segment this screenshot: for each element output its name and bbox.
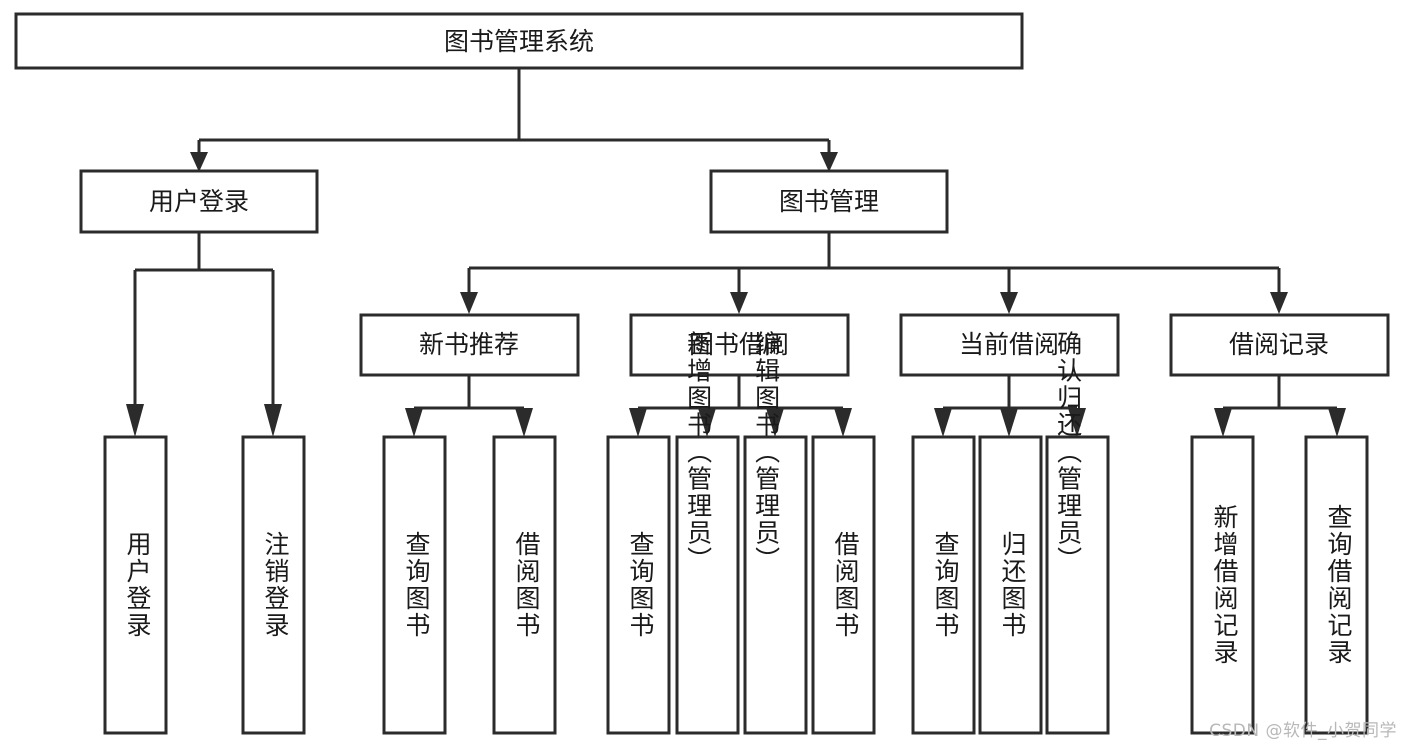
leaf-user-login-1-box[interactable] bbox=[241, 435, 306, 735]
node-new-book-recommend[interactable]: 新书推荐 bbox=[359, 313, 580, 377]
arrowhead-leaf-br-1 bbox=[1328, 408, 1346, 437]
connector-group-current-borrow bbox=[934, 375, 1086, 437]
leaf-book-borrow-2-box[interactable] bbox=[743, 435, 808, 735]
node-borrow-record-box[interactable] bbox=[1169, 313, 1390, 377]
leaf-book-borrow-0[interactable]: 查询图书 bbox=[606, 435, 671, 735]
node-current-borrow-label: 当前借阅 bbox=[959, 330, 1059, 359]
leaf-borrow-record-0[interactable]: 新增借阅记录 bbox=[1190, 435, 1255, 735]
leaf-book-borrow-1[interactable]: 新增图书（管理员） bbox=[675, 331, 740, 735]
leaf-current-borrow-1-label: 归还图书 bbox=[998, 531, 1027, 639]
arrowhead-leaf-bb-2 bbox=[766, 408, 784, 437]
arrowhead-leaf-cb-2 bbox=[1068, 408, 1086, 437]
node-root-label: 图书管理系统 bbox=[444, 27, 594, 56]
node-root[interactable]: 图书管理系统 bbox=[14, 12, 1024, 70]
leaf-current-borrow-1-box[interactable] bbox=[978, 435, 1043, 735]
leaf-book-borrow-1-label: 新增图书（管理员） bbox=[684, 331, 713, 574]
node-book-borrow-box[interactable] bbox=[629, 313, 850, 377]
arrowhead-leaf-bb-1 bbox=[698, 408, 716, 437]
leaf-current-borrow-1[interactable]: 归还图书 bbox=[978, 435, 1043, 735]
leaf-current-borrow-2-box[interactable] bbox=[1045, 435, 1110, 735]
leaf-current-borrow-0-box[interactable] bbox=[911, 435, 976, 735]
node-root-box[interactable] bbox=[14, 12, 1024, 70]
arrowhead-current-borrow bbox=[1000, 292, 1018, 314]
connector-group-book-manage bbox=[460, 232, 1288, 314]
connector-group-root bbox=[190, 68, 838, 172]
arrowhead-book-manage bbox=[820, 152, 838, 172]
leaf-new-book-0-label: 查询图书 bbox=[402, 531, 431, 639]
arrowhead-user-login bbox=[190, 152, 208, 172]
leaf-current-borrow-2-label: 确认归还（管理员） bbox=[1054, 331, 1083, 574]
leaf-user-login-0[interactable]: 用户登录 bbox=[103, 435, 168, 735]
node-user-login-box[interactable] bbox=[79, 169, 319, 234]
arrowhead-leaf-nb-1 bbox=[515, 408, 533, 437]
arrowhead-borrow-record bbox=[1270, 292, 1288, 314]
arrowhead-leaf-nb-0 bbox=[405, 408, 423, 437]
connector-group-user-login bbox=[126, 232, 282, 437]
arrowhead-leaf-cb-1 bbox=[1000, 408, 1018, 437]
node-current-borrow[interactable]: 当前借阅 bbox=[899, 313, 1120, 377]
node-book-manage-label: 图书管理 bbox=[779, 187, 879, 216]
node-book-manage[interactable]: 图书管理 bbox=[709, 169, 949, 234]
node-new-book-recommend-box[interactable] bbox=[359, 313, 580, 377]
leaf-new-book-0[interactable]: 查询图书 bbox=[382, 435, 447, 735]
leaf-book-borrow-0-box[interactable] bbox=[606, 435, 671, 735]
connector-group-new-book bbox=[405, 375, 533, 437]
node-book-borrow-label: 图书借阅 bbox=[689, 330, 789, 359]
leaf-book-borrow-2[interactable]: 编辑图书（管理员） bbox=[743, 331, 808, 735]
connector-group-borrow-record bbox=[1214, 375, 1346, 437]
node-borrow-record[interactable]: 借阅记录 bbox=[1169, 313, 1390, 377]
arrowhead-new-book bbox=[460, 292, 478, 314]
leaf-current-borrow-2[interactable]: 确认归还（管理员） bbox=[1045, 331, 1110, 735]
node-book-manage-box[interactable] bbox=[709, 169, 949, 234]
leaf-borrow-record-0-box[interactable] bbox=[1190, 435, 1255, 735]
leaf-user-login-0-box[interactable] bbox=[103, 435, 168, 735]
arrowhead-book-borrow bbox=[730, 292, 748, 314]
arrowhead-leaf-user-login-1 bbox=[264, 404, 282, 437]
leaf-borrow-record-0-label: 新增借阅记录 bbox=[1210, 504, 1239, 666]
node-user-login-label: 用户登录 bbox=[149, 187, 249, 216]
leaf-new-book-0-box[interactable] bbox=[382, 435, 447, 735]
csdn-watermark: CSDN @软件_小贺同学 bbox=[1209, 721, 1397, 741]
leaf-book-borrow-1-box[interactable] bbox=[675, 435, 740, 735]
node-user-login[interactable]: 用户登录 bbox=[79, 169, 319, 234]
leaf-book-borrow-3-box[interactable] bbox=[811, 435, 876, 735]
leaf-current-borrow-0-label: 查询图书 bbox=[931, 531, 960, 639]
leaf-user-login-1-label: 注销登录 bbox=[261, 531, 290, 639]
leaf-user-login-0-label: 用户登录 bbox=[123, 531, 152, 639]
leaf-borrow-record-1[interactable]: 查询借阅记录 bbox=[1304, 435, 1369, 735]
leaf-new-book-1-label: 借阅图书 bbox=[512, 531, 541, 639]
leaf-new-book-1[interactable]: 借阅图书 bbox=[492, 435, 557, 735]
node-borrow-record-label: 借阅记录 bbox=[1229, 330, 1329, 359]
arrowhead-leaf-bb-0 bbox=[629, 408, 647, 437]
arrowhead-leaf-user-login-0 bbox=[126, 404, 144, 437]
arrowhead-leaf-br-0 bbox=[1214, 408, 1232, 437]
leaf-book-borrow-0-label: 查询图书 bbox=[626, 531, 655, 639]
arrowhead-leaf-bb-3 bbox=[834, 408, 852, 437]
node-book-borrow[interactable]: 图书借阅 bbox=[629, 313, 850, 377]
leaf-book-borrow-3[interactable]: 借阅图书 bbox=[811, 435, 876, 735]
node-new-book-recommend-label: 新书推荐 bbox=[419, 330, 519, 359]
leaf-new-book-1-box[interactable] bbox=[492, 435, 557, 735]
leaf-user-login-1[interactable]: 注销登录 bbox=[241, 435, 306, 735]
connector-group-book-borrow bbox=[629, 375, 852, 437]
leaf-book-borrow-3-label: 借阅图书 bbox=[831, 531, 860, 639]
node-current-borrow-box[interactable] bbox=[899, 313, 1120, 377]
leaf-borrow-record-1-label: 查询借阅记录 bbox=[1324, 504, 1353, 666]
leaf-current-borrow-0[interactable]: 查询图书 bbox=[911, 435, 976, 735]
arrowhead-leaf-cb-0 bbox=[934, 408, 952, 437]
leaf-borrow-record-1-box[interactable] bbox=[1304, 435, 1369, 735]
leaf-book-borrow-2-label: 编辑图书（管理员） bbox=[752, 331, 781, 574]
